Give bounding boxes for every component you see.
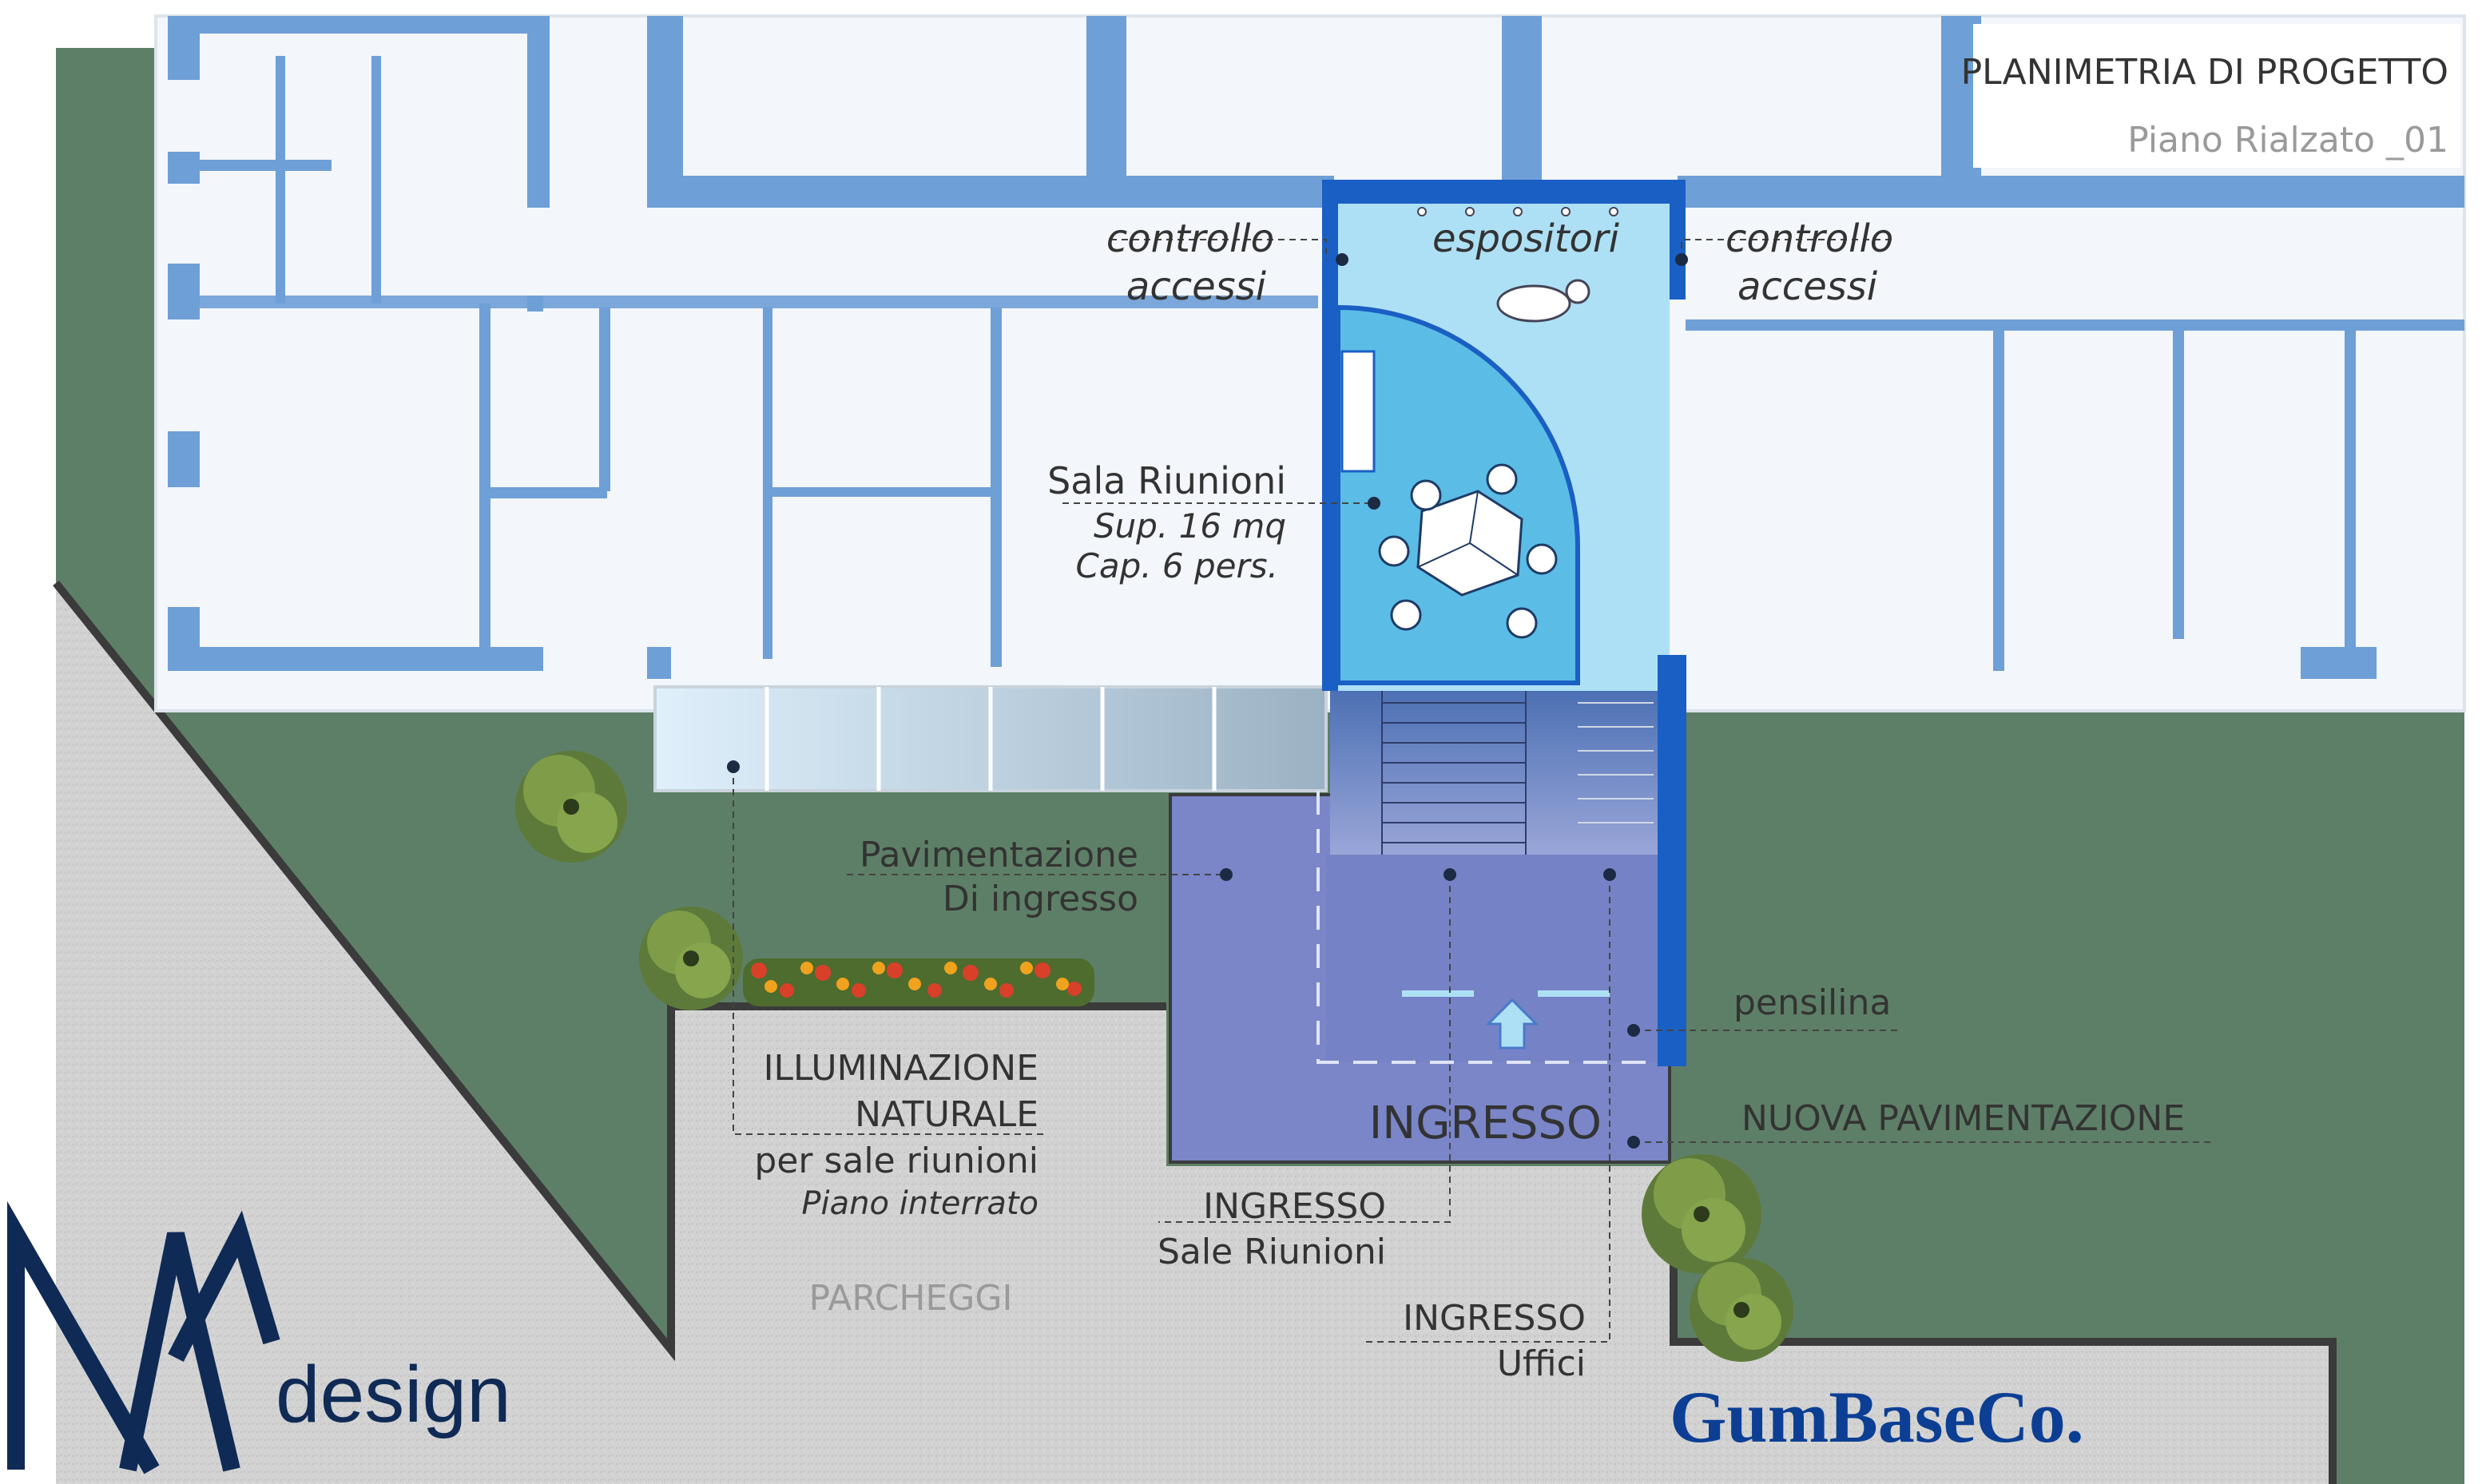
label-ingresso-sale: INGRESSO — [1203, 1186, 1386, 1227]
label-di-ingresso: Di ingresso — [943, 879, 1138, 919]
meeting-table — [1378, 463, 1558, 639]
client-logo: GumBaseCo. — [1670, 1376, 2084, 1458]
annotations: controllo accessi espositori controllo a… — [754, 216, 2185, 1384]
label-sale-riunioni: Sale Riunioni — [1158, 1232, 1386, 1272]
entrance-doors — [1402, 990, 1610, 997]
label-uffici: Uffici — [1497, 1343, 1586, 1384]
entrance-arrow-icon — [1485, 998, 1539, 1050]
meeting-room — [1336, 304, 1580, 685]
leader-dots — [727, 253, 1688, 1149]
label-controllo-right: controllo — [1725, 216, 1893, 261]
label-accessi-left: accessi — [1126, 264, 1267, 309]
client-name: GumBaseCo. — [1670, 1376, 2084, 1458]
label-sala-sup: Sup. 16 mq — [1094, 506, 1286, 546]
flower-bed — [743, 958, 1094, 1006]
title-block: PLANIMETRIA DI PROGETTO Piano Rialzato _… — [1961, 24, 2460, 168]
stairs — [1330, 687, 1666, 855]
leader-lines — [733, 239, 2213, 1343]
expositor-display — [1417, 207, 1618, 323]
trees — [515, 751, 1793, 1362]
label-sala-riunioni: Sala Riunioni — [1047, 459, 1286, 502]
label-ingresso-main: INGRESSO — [1369, 1097, 1602, 1149]
label-parcheggi: PARCHEGGI — [809, 1278, 1013, 1319]
label-piano-interrato: Piano interrato — [801, 1185, 1038, 1222]
label-pensilina: pensilina — [1733, 982, 1891, 1023]
label-ingresso-uffici: INGRESSO — [1403, 1298, 1586, 1339]
label-per-sale-riunioni: per sale riunioni — [754, 1141, 1038, 1181]
label-espositori: espositori — [1432, 216, 1620, 261]
label-illuminazione: ILLUMINAZIONE — [764, 1048, 1038, 1089]
label-nuova-pavimentazione: NUOVA PAVIMENTAZIONE — [1741, 1098, 2185, 1139]
designer-logo: design — [6, 1200, 511, 1474]
label-controllo-left: controllo — [1106, 216, 1274, 261]
skylights — [653, 685, 1328, 792]
walls — [168, 16, 2464, 679]
label-naturale: NATURALE — [855, 1094, 1038, 1135]
plan-subtitle: Piano Rialzato _01 — [2127, 120, 2448, 161]
label-sala-cap: Cap. 6 pers. — [1076, 546, 1279, 585]
label-accessi-right: accessi — [1737, 264, 1878, 309]
plan-title: PLANIMETRIA DI PROGETTO — [1961, 52, 2448, 93]
designer-word: design — [276, 1350, 511, 1439]
label-pavimentazione: Pavimentazione — [860, 835, 1138, 875]
